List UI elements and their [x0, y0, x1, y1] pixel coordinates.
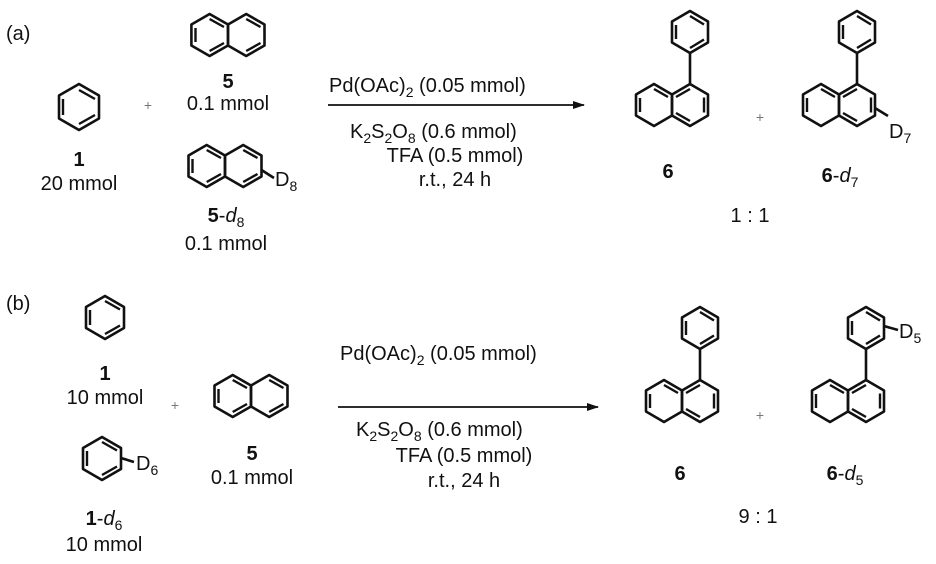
condition-catalyst: Pd(OAc)2 (0.05 mmol) — [329, 75, 526, 100]
compound-5-d8-id: 5-d8 — [208, 205, 245, 230]
product-6-structure — [644, 305, 720, 424]
compound-5-d8-amount: 0.1 mmol — [185, 233, 267, 255]
compound-5-amount: 0.1 mmol — [211, 467, 293, 489]
d5-ring-label: D5 — [899, 321, 921, 346]
plus-sign: + — [171, 397, 179, 413]
panel-b-label: (b) — [6, 293, 30, 315]
compound-5-id: 5 — [222, 71, 233, 93]
ratio-b: 9 : 1 — [739, 506, 778, 528]
condition-oxidant: K2S2O8 (0.6 mmol) — [356, 419, 523, 444]
plus-sign: + — [756, 109, 764, 125]
benzene-1-structure — [84, 294, 126, 341]
naphthalene-5-structure — [190, 12, 266, 58]
compound-1-id: 1 — [73, 149, 84, 171]
compound-5-amount: 0.1 mmol — [187, 93, 269, 115]
condition-acid: TFA (0.5 mmol) — [396, 445, 533, 467]
naphthalene-5-d8-structure — [187, 143, 275, 189]
benzene-1-structure — [57, 82, 101, 132]
condition-oxidant: K2S2O8 (0.6 mmol) — [350, 121, 517, 146]
compound-1-d6-id: 1-d6 — [86, 508, 123, 533]
condition-time: r.t., 24 h — [419, 169, 491, 191]
d6-ring-label: D6 — [136, 453, 158, 478]
plus-sign: + — [756, 407, 764, 423]
compound-1-amount: 10 mmol — [67, 387, 144, 409]
condition-catalyst: Pd(OAc)2 (0.05 mmol) — [340, 343, 537, 368]
product-6-id: 6 — [662, 161, 673, 183]
product-6-d7-id: 6-d7 — [822, 165, 859, 190]
compound-1-id: 1 — [99, 363, 110, 385]
d7-ring-label: D7 — [889, 121, 911, 146]
compound-5-id: 5 — [246, 443, 257, 465]
compound-1-amount: 20 mmol — [41, 173, 118, 195]
compound-1-d6-amount: 10 mmol — [66, 534, 143, 556]
product-6-structure — [634, 9, 710, 128]
product-6-d5-structure — [810, 305, 899, 424]
naphthalene-5-structure — [213, 373, 289, 419]
panel-a-label: (a) — [6, 23, 30, 45]
panel-a: (a) 1 20 mmol + 5 0.1 mmol — [6, 9, 911, 255]
ratio-a: 1 : 1 — [731, 205, 770, 227]
benzene-1-d6-structure — [81, 435, 135, 482]
product-6-id: 6 — [674, 463, 685, 485]
product-6-d7-structure — [801, 9, 889, 128]
condition-acid: TFA (0.5 mmol) — [387, 145, 524, 167]
condition-time: r.t., 24 h — [428, 470, 500, 492]
d8-ring-label: D8 — [275, 169, 297, 194]
plus-sign: + — [144, 97, 152, 113]
product-6-d5-id: 6-d5 — [827, 463, 864, 488]
panel-b: (b) 1 10 mmol + D6 1-d6 10 mmol — [6, 293, 921, 556]
